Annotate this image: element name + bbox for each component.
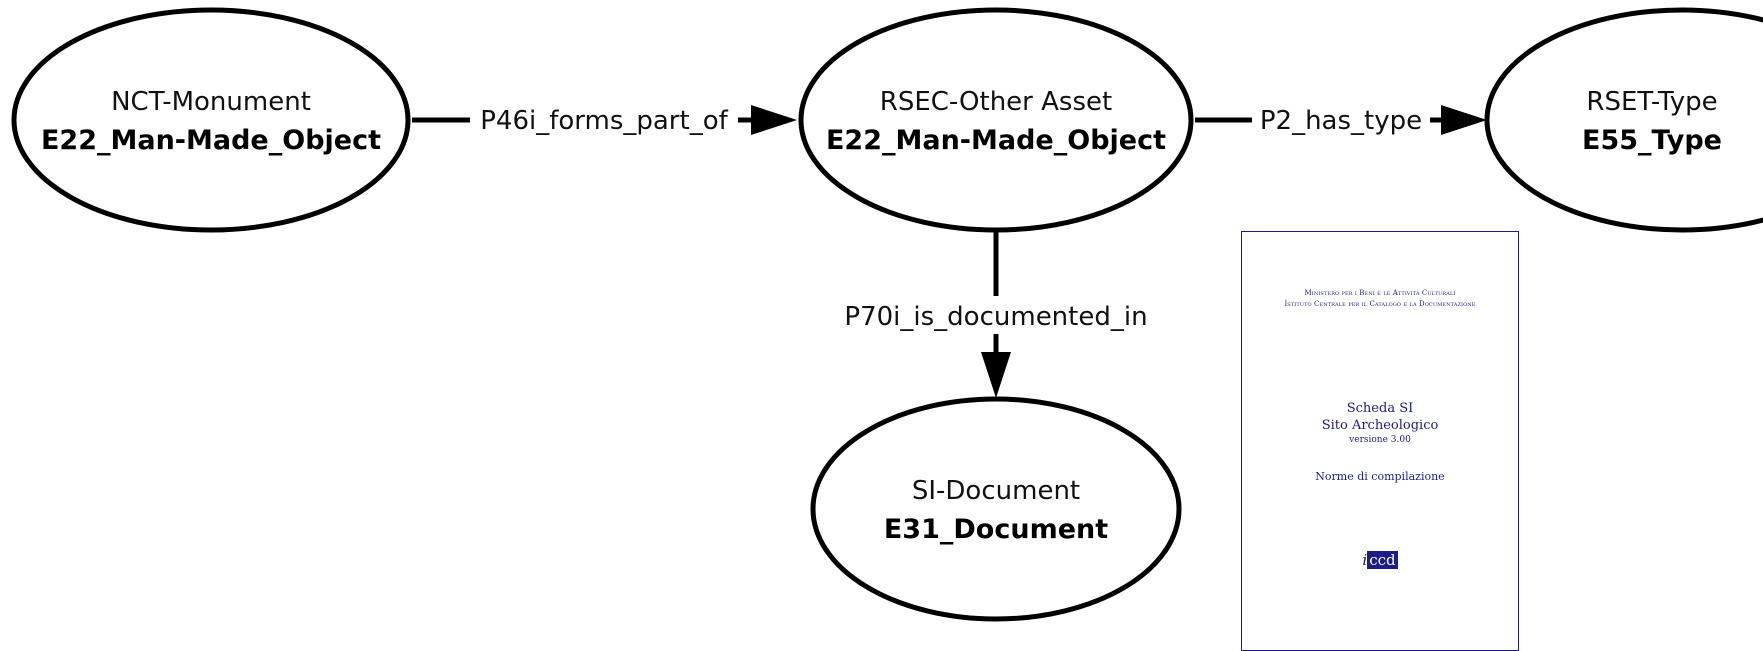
arrowhead-forms-part-of [751, 105, 797, 135]
node-rset-type: RSET-Type E55_Type [1484, 7, 1763, 233]
edge-label-forms-part-of: P46i_forms_part_of [480, 106, 728, 136]
node-rsec-name: RSEC-Other Asset [880, 87, 1112, 117]
document-subtitle: Sito Archeologico [1321, 418, 1439, 433]
arrowhead-has-type [1441, 105, 1487, 135]
node-rsec-other-asset: RSEC-Other Asset E22_Man-Made_Object [798, 7, 1194, 233]
node-si-ellipse [810, 396, 1182, 622]
node-rset-class: E55_Type [1582, 125, 1722, 156]
edge-label-is-documented-in: P70i_is_documented_in [844, 302, 1147, 332]
node-nct-monument: NCT-Monument E22_Man-Made_Object [11, 7, 411, 233]
diagram-canvas: P46i_forms_part_of P2_has_type P70i_is_d… [11, 7, 1763, 622]
document-cover-thumbnail: Ministero per i Beni e le Attività Cultu… [1241, 231, 1519, 651]
document-header: Ministero per i Beni e le Attività Cultu… [1242, 288, 1518, 310]
edge-is-documented-in: P70i_is_documented_in [830, 230, 1162, 398]
node-nct-name: NCT-Monument [111, 87, 311, 117]
edge-has-type: P2_has_type [1195, 100, 1487, 138]
document-norme: Norme di compilazione [1315, 470, 1445, 483]
document-version: versione 3.00 [1349, 435, 1411, 445]
iccd-logo-i: i [1362, 551, 1368, 569]
document-title-block: Scheda SI Sito Archeologico versione 3.0… [1242, 400, 1518, 446]
node-nct-ellipse [11, 7, 411, 233]
iccd-logo-ccd: ccd [1367, 551, 1398, 569]
node-rsec-ellipse [798, 7, 1194, 233]
node-rset-name: RSET-Type [1586, 87, 1717, 117]
node-si-document: SI-Document E31_Document [810, 396, 1182, 622]
document-institute-line: Istituto Centrale per il Catalogo e la D… [1284, 300, 1476, 308]
edge-label-has-type: P2_has_type [1260, 106, 1422, 136]
node-si-class: E31_Document [884, 514, 1108, 545]
document-title: Scheda SI [1346, 401, 1414, 416]
node-nct-class: E22_Man-Made_Object [41, 125, 381, 156]
node-si-name: SI-Document [912, 476, 1080, 506]
node-rsec-class: E22_Man-Made_Object [826, 125, 1166, 156]
arrowhead-is-documented-in [981, 352, 1011, 398]
document-ministry-line: Ministero per i Beni e le Attività Cultu… [1304, 289, 1456, 297]
edge-forms-part-of: P46i_forms_part_of [412, 100, 797, 138]
node-rset-ellipse [1484, 7, 1763, 233]
